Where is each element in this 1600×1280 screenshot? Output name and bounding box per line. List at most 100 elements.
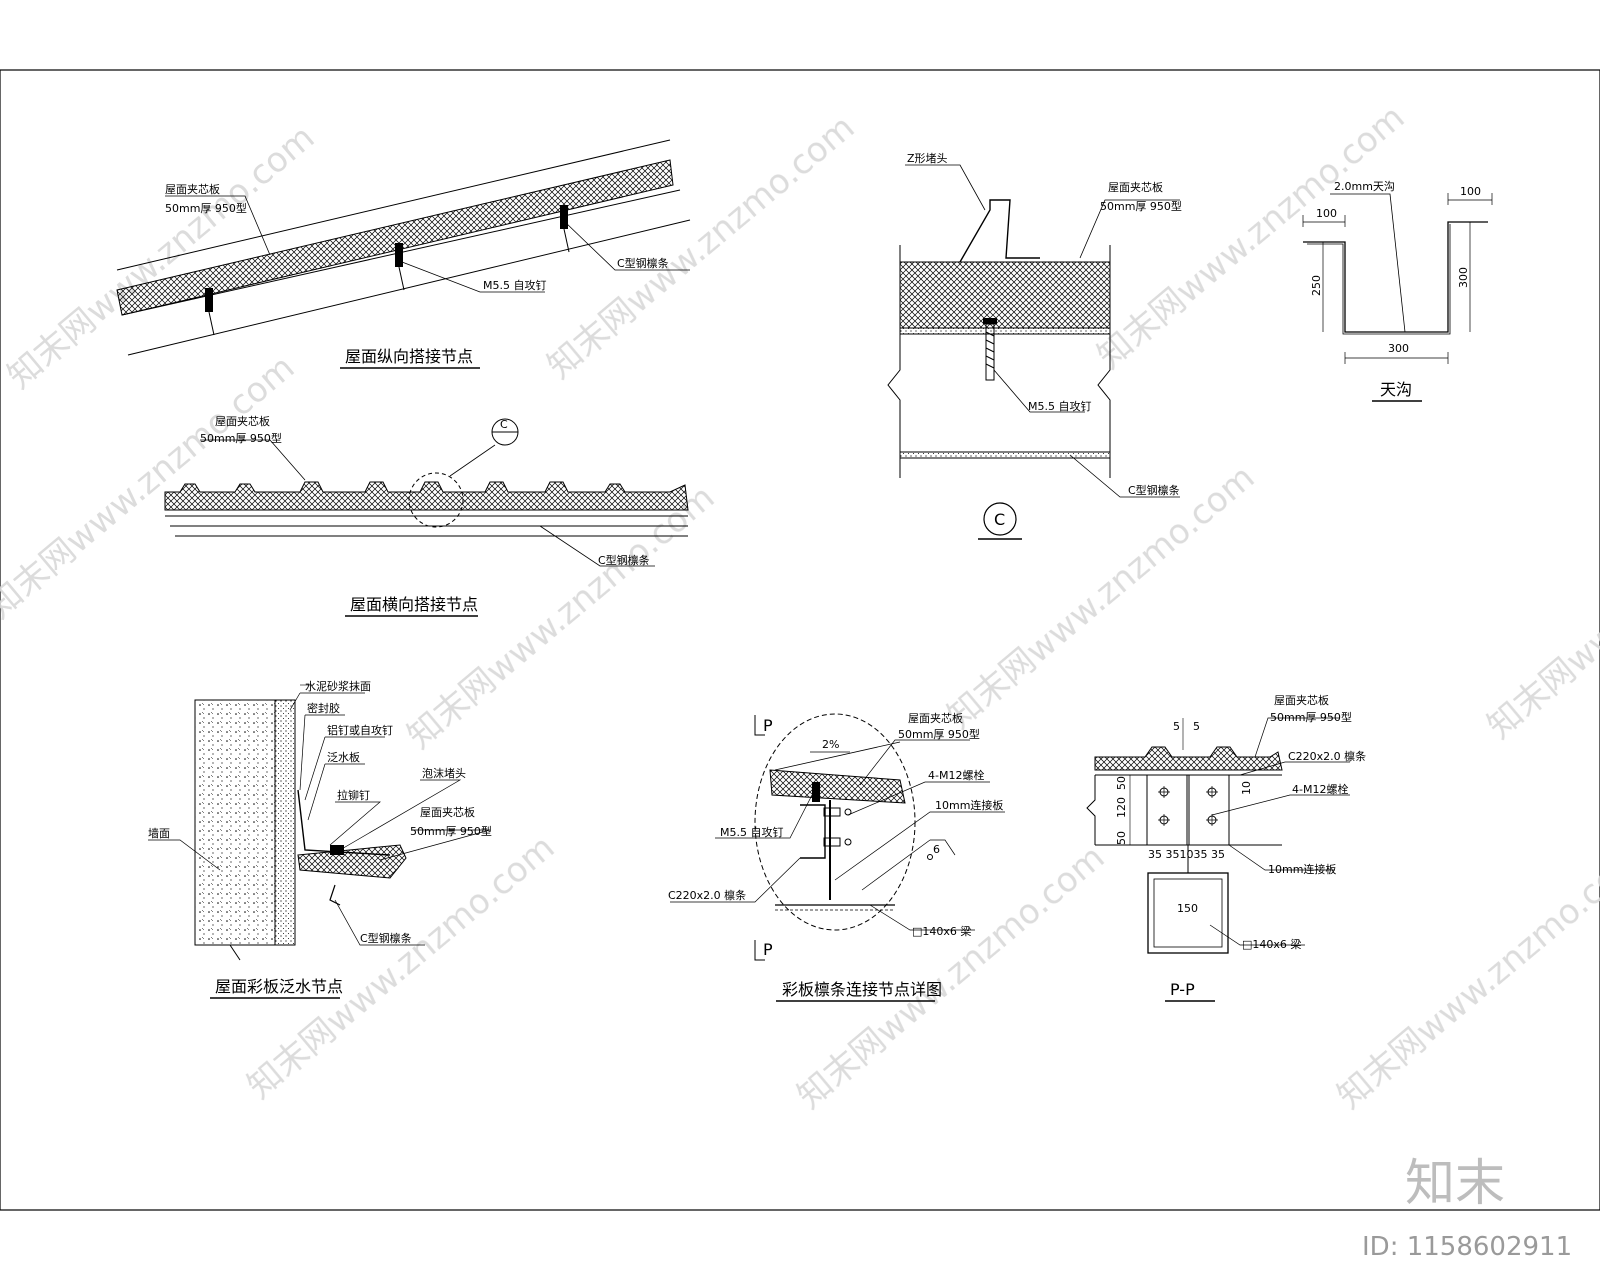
screw-icon <box>812 782 820 802</box>
detail-ref-label: C <box>500 418 508 431</box>
screw-label: M5.5 自攻钉 <box>720 825 783 839</box>
wall <box>194 699 276 946</box>
connection-plate-left <box>1146 774 1188 846</box>
detail-title: 屋面彩板泛水节点 <box>215 977 343 996</box>
detail-transverse-lap: C 屋面夹芯板 50mm厚 950型 C型钢檩条 屋面横向搭接节点 <box>164 414 689 617</box>
watermark-text: 知末网www.znzmo.com <box>1480 467 1600 746</box>
sandwich-panel <box>1094 746 1283 771</box>
z-bar-label: Z形堵头 <box>907 151 948 165</box>
flashing-label: 泡沫堵头 <box>422 766 466 780</box>
bolts-label: 4-M12螺栓 <box>928 768 984 782</box>
bolt-icon <box>823 807 852 847</box>
wall-label: 墙面 <box>148 826 170 840</box>
detail-section-pp: 5 5 50 120 50 10 35 351035 35 150 屋面夹芯板 … <box>1086 693 1366 1002</box>
purlin-label: C型钢檩条 <box>1128 483 1180 497</box>
flashing-label: 密封胶 <box>307 701 340 715</box>
sandwich-panel <box>297 844 407 879</box>
detail-flashing: 水泥砂浆抹面 密封胶 铝钉或自攻钉 泛水板 泡沫堵头 拉铆钉 屋面夹芯板 50m… <box>148 679 492 999</box>
connection-plate-right <box>1188 774 1230 846</box>
slope-label: 2% <box>822 738 839 751</box>
dim-depth-right: 300 <box>1457 267 1470 288</box>
watermark-text: 知末网www.znzmo.com <box>1090 97 1412 376</box>
detail-title: 彩板檩条连接节点详图 <box>782 980 942 999</box>
gutter-material-label: 2.0mm天沟 <box>1334 180 1395 193</box>
watermark-text: 知末网www.znzmo.com <box>940 457 1262 736</box>
image-id: ID: 1158602911 <box>1362 1232 1572 1262</box>
sandwich-panel <box>164 481 689 511</box>
sandwich-panel <box>899 261 1111 329</box>
dim-depth-left: 250 <box>1310 275 1323 296</box>
watermark-text: 知末网www.znzmo.com <box>0 347 302 626</box>
dim-width: 150 <box>1177 902 1198 915</box>
detail-marker <box>983 502 1017 536</box>
detail-longitudinal-lap: 屋面夹芯板 50mm厚 950型 M5.5 自攻钉 C型钢檩条 屋面纵向搭接节点 <box>116 139 691 369</box>
section-mark-top: P <box>763 716 773 735</box>
dim-lip-left: 100 <box>1316 207 1337 220</box>
watermark-text: 知末网www.znzmo.com <box>400 477 722 756</box>
dim-right: 10 <box>1240 781 1253 795</box>
purlin-label: C220x2.0 檩条 <box>668 888 746 902</box>
c-purlin <box>800 804 826 859</box>
detail-callout-ellipse <box>754 713 916 931</box>
panel-name-label: 屋面夹芯板 <box>1108 180 1163 194</box>
detail-gutter: 100 100 250 300 300 2.0mm天沟 天沟 <box>1302 180 1493 402</box>
purlin-label: C型钢檩条 <box>598 553 650 567</box>
panel-name-label: 屋面夹芯板 <box>1274 693 1329 707</box>
sandwich-panel <box>116 159 674 316</box>
weld-label: 6 <box>933 843 940 856</box>
brand-logo-text: 知末 <box>1405 1154 1505 1212</box>
watermark-text: 知末网www.znzmo.com <box>790 837 1112 1116</box>
flashing-label: 铝钉或自攻钉 <box>327 723 393 737</box>
dim-v3: 50 <box>1115 831 1128 845</box>
bolts-label: 4-M12螺栓 <box>1292 782 1348 796</box>
detail-title: 屋面横向搭接节点 <box>350 595 478 614</box>
panel-spec-label: 50mm厚 950型 <box>200 431 282 445</box>
beam-label: □140x6 梁 <box>1242 937 1301 951</box>
sandwich-panel <box>769 769 906 804</box>
watermark-layer: 知末网www.znzmo.com 知末网www.znzmo.com 知末网www… <box>0 97 1600 1116</box>
panel-name-label: 屋面夹芯板 <box>420 805 475 819</box>
detail-callout-circle <box>408 472 464 528</box>
detail-marker-label: C <box>994 510 1005 529</box>
dim-v1: 50 <box>1115 776 1128 790</box>
drawing-frame <box>0 69 1600 1211</box>
panel-spec-label: 50mm厚 950型 <box>1100 199 1182 213</box>
panel-name-label: 屋面夹芯板 <box>215 414 270 428</box>
purlin-label: C型钢檩条 <box>617 256 669 270</box>
panel-spec-label: 50mm厚 950型 <box>898 727 980 741</box>
screw-icon <box>205 205 570 336</box>
z-bar <box>959 199 1040 263</box>
bolt-icon <box>1158 786 1218 826</box>
detail-title: P-P <box>1170 980 1195 999</box>
panel-name-label: 屋面夹芯板 <box>908 711 963 725</box>
foam-closure <box>330 845 344 855</box>
section-mark-bottom: P <box>763 940 773 959</box>
plate-label: 10mm连接板 <box>1268 862 1336 876</box>
detail-c: Z形堵头 屋面夹芯板 50mm厚 950型 M5.5 自攻钉 C型钢檩条 C <box>887 151 1182 540</box>
beam-label: □140x6 梁 <box>912 924 971 938</box>
detail-purlin-connection: P P 2% 屋面夹芯板 50mm厚 950型 4-M12螺栓 10mm连接板 … <box>668 711 1005 1002</box>
panel-spec-label: 50mm厚 950型 <box>1270 710 1352 724</box>
dim-top-a: 5 <box>1173 720 1180 733</box>
detail-title: 天沟 <box>1380 380 1412 399</box>
mortar-render <box>274 699 296 946</box>
dim-top-b: 5 <box>1193 720 1200 733</box>
flashing-label: 泛水板 <box>327 750 360 764</box>
panel-spec-label: 50mm厚 950型 <box>165 201 247 215</box>
purlin-label: C型钢檩条 <box>360 931 412 945</box>
gutter-profile <box>1303 221 1488 333</box>
dim-bottom: 35 351035 35 <box>1148 848 1225 861</box>
flashing-label: 水泥砂浆抹面 <box>305 679 371 693</box>
plate-label: 10mm连接板 <box>935 798 1003 812</box>
dim-v2: 120 <box>1115 797 1128 818</box>
screw-label: M5.5 自攻钉 <box>1028 399 1091 413</box>
panel-spec-label: 50mm厚 950型 <box>410 824 492 838</box>
watermark-text: 知末网www.znzmo.com <box>540 107 862 386</box>
detail-title: 屋面纵向搭接节点 <box>345 347 473 366</box>
flashing-label: 拉铆钉 <box>337 788 370 802</box>
dim-width: 300 <box>1388 342 1409 355</box>
dim-lip-right: 100 <box>1460 185 1481 198</box>
watermark-text: 知末网www.znzmo.com <box>1330 837 1600 1116</box>
screw-label: M5.5 自攻钉 <box>483 278 546 292</box>
